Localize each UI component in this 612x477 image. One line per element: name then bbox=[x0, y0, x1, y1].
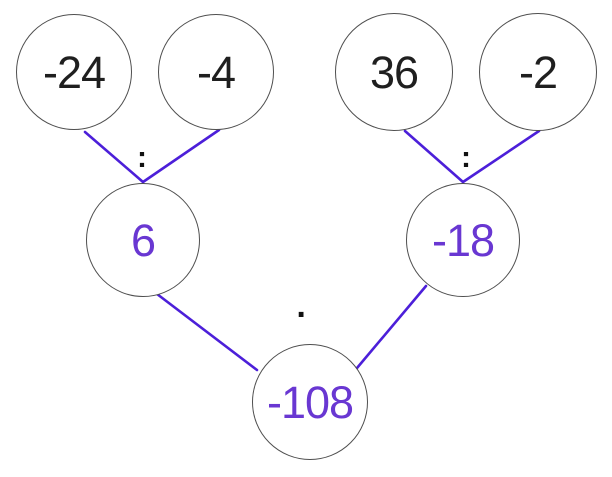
node-minus4[interactable]: -4 bbox=[158, 14, 274, 130]
edge-36-to-minus18 bbox=[403, 129, 465, 184]
node-36[interactable]: 36 bbox=[335, 13, 453, 131]
multiplication-operator: · bbox=[296, 296, 308, 334]
node-6[interactable]: 6 bbox=[86, 183, 200, 297]
node-minus24[interactable]: -24 bbox=[16, 14, 132, 130]
node-minus108[interactable]: -108 bbox=[252, 344, 368, 460]
node-minus24-value: -24 bbox=[42, 46, 106, 98]
edge-minus4-to-6 bbox=[141, 128, 221, 184]
division-operator-left: : bbox=[137, 141, 147, 174]
node-minus4-value: -4 bbox=[196, 46, 236, 98]
edge-6-to-minus108 bbox=[155, 292, 259, 372]
edge-minus24-to-6 bbox=[83, 130, 145, 184]
node-6-value: 6 bbox=[130, 214, 156, 266]
node-minus18-value: -18 bbox=[431, 214, 495, 266]
node-minus2-value: -2 bbox=[518, 46, 558, 98]
division-operator-right: : bbox=[461, 141, 471, 174]
node-minus2[interactable]: -2 bbox=[479, 13, 597, 131]
node-minus108-value: -108 bbox=[266, 376, 354, 428]
node-36-value: 36 bbox=[369, 46, 419, 98]
edge-minus18-to-minus108 bbox=[355, 284, 428, 370]
edge-minus2-to-minus18 bbox=[461, 129, 541, 184]
node-minus18[interactable]: -18 bbox=[406, 183, 520, 297]
